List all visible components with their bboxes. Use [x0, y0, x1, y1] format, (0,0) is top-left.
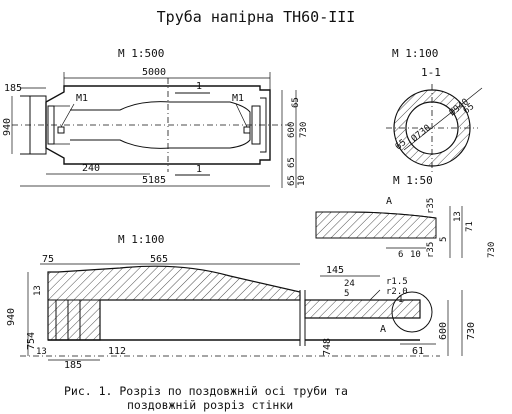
dim-detail-71: 71 — [465, 221, 475, 232]
cut-label-top: 1 — [196, 81, 202, 92]
dim-detail-r35-bottom: r35 — [426, 242, 436, 258]
caption-line-2: поздовжній розріз стінки — [127, 398, 293, 412]
wall-section: А 75 565 13 940 754 13 185 112 145 r1.5 … — [6, 254, 477, 371]
dim-detail-730: 730 — [487, 242, 497, 258]
dim-65-bottom: 65 — [287, 175, 297, 186]
longitudinal-view: М1 М1 1 1 5000 185 940 240 5185 65 600 7… — [2, 67, 309, 188]
scale-label-wall-section: М 1:100 — [118, 233, 164, 246]
detail-a: А r35 13 71 5 r35 6 10 730 — [315, 196, 497, 260]
marker-m1-right: М1 — [232, 93, 244, 104]
dim-wall-754: 754 — [26, 332, 37, 350]
caption-line-1: Рис. 1. Розріз по поздовжній осі труби т… — [64, 384, 348, 398]
marker-m1-left: М1 — [76, 93, 88, 104]
dim-wall-730: 730 — [466, 322, 477, 340]
scale-label-section: М 1:100 — [392, 47, 438, 60]
dim-wall-r15: r1.5 — [386, 277, 408, 287]
dim-65-top: 65 — [291, 97, 301, 108]
cross-section-1-1: Ø940 65 Ø730 65 — [386, 84, 483, 172]
scale-label-longitudinal: М 1:500 — [118, 47, 164, 60]
scale-label-detail: М 1:50 — [393, 174, 433, 187]
drawing-title: Труба напірна ТН60-III — [157, 8, 356, 26]
dim-wall-13-top: 13 — [33, 285, 43, 296]
dim-65-mid: 65 — [287, 157, 297, 168]
dim-730: 730 — [299, 122, 309, 138]
dim-wall-748: 748 — [322, 338, 333, 356]
dim-detail-6: 6 — [398, 250, 403, 260]
dim-wall-24: 24 — [344, 279, 355, 289]
dim-wall-1: 1 — [398, 295, 403, 305]
dim-wall-r20: r2.0 — [386, 287, 408, 297]
dim-wall-112: 112 — [108, 346, 126, 357]
dim-5185: 5185 — [142, 175, 166, 186]
dim-wall-13-bottom: 13 — [36, 347, 47, 357]
dim-detail-10: 10 — [410, 250, 421, 260]
dim-wall-61: 61 — [412, 346, 424, 357]
dim-185: 185 — [4, 83, 22, 94]
dim-5000: 5000 — [142, 67, 166, 78]
dim-600: 600 — [287, 122, 297, 138]
dim-wall-940: 940 — [6, 308, 17, 326]
dim-detail-5: 5 — [439, 237, 449, 242]
detail-a-label-bottom: А — [380, 324, 386, 335]
dim-940: 940 — [2, 118, 13, 136]
dim-wall-145: 145 — [326, 265, 344, 276]
dim-wall-5: 5 — [344, 289, 349, 299]
dim-10: 10 — [297, 175, 307, 186]
dim-wall-565: 565 — [150, 254, 168, 265]
dim-240: 240 — [82, 163, 100, 174]
detail-a-label-top: А — [386, 196, 392, 207]
dim-wall-75: 75 — [42, 254, 54, 265]
dim-wall-185: 185 — [64, 360, 82, 371]
section-label: 1-1 — [421, 66, 441, 79]
dim-wall-600: 600 — [438, 322, 449, 340]
dim-detail-r35-top: r35 — [426, 198, 436, 214]
dim-detail-13: 13 — [453, 211, 463, 222]
cut-label-bottom: 1 — [196, 164, 202, 175]
